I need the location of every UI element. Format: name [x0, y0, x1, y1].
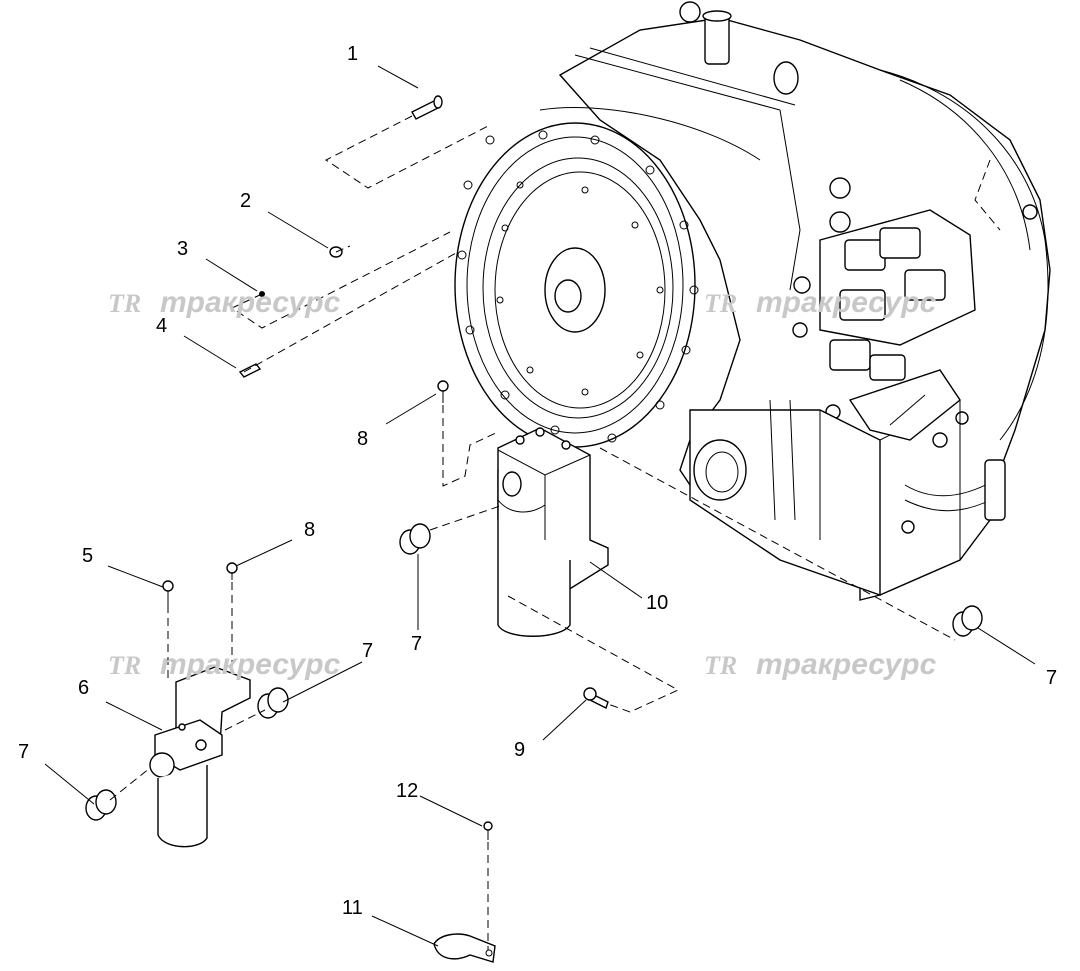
part-7-plug-right [952, 605, 983, 637]
transmission-assembly [539, 1, 1051, 601]
flange-bolt-holes [457, 130, 699, 443]
callout-7-right: 7 [1046, 667, 1057, 689]
callout-7-left-upper: 7 [362, 640, 373, 662]
watermark-text: тракресурс [756, 648, 937, 681]
watermark-right-top: TR тракресурс [704, 286, 937, 319]
callout-9: 9 [514, 739, 525, 761]
callout-2: 2 [240, 190, 251, 212]
part-9-bolt [583, 687, 609, 709]
watermark-left-bottom: TR тракресурс [108, 648, 341, 681]
callout-1: 1 [347, 43, 358, 65]
callout-8-upper: 8 [357, 428, 368, 450]
watermark-text: тракресурс [160, 286, 341, 319]
part-11-clamp [433, 933, 496, 963]
watermark-logo: TR [108, 289, 141, 318]
part-6-filter-assembly [149, 666, 251, 848]
leader-lines [44, 65, 1036, 947]
watermark-left-top: TR тракресурс [108, 286, 341, 319]
part-1-pin [411, 95, 443, 120]
dashed-assembly-lines [109, 115, 956, 950]
part-4-stud [238, 363, 262, 378]
callout-4: 4 [156, 315, 167, 337]
part-8-lower-bolt [226, 562, 238, 580]
callout-6: 6 [78, 677, 89, 699]
part-12-bolt [483, 821, 493, 840]
part-7-plug-left-lower [85, 789, 117, 821]
callout-numbers: 1 2 3 4 8 8 5 6 7 7 7 7 9 10 11 12 [18, 43, 1057, 919]
callout-11: 11 [342, 897, 363, 919]
part-7-plug-left-upper [257, 687, 289, 719]
callout-12: 12 [396, 780, 418, 802]
callout-3: 3 [177, 238, 188, 260]
callout-7-center: 7 [411, 633, 422, 655]
part-8-upper-bolt [437, 380, 449, 403]
watermark-text: тракресурс [160, 648, 341, 681]
part-7-plug-center [399, 523, 431, 555]
watermark-text: тракресурс [756, 286, 937, 319]
watermark-logo: TR [704, 289, 737, 318]
watermark-logo: TR [704, 651, 737, 680]
part-10-filter-assembly [497, 427, 609, 637]
watermark-logo: TR [108, 651, 141, 680]
watermark-right-bottom: TR тракресурс [704, 648, 937, 681]
flywheel-housing [454, 122, 699, 448]
callout-5: 5 [82, 545, 93, 567]
part-5-bolt [162, 580, 174, 605]
callout-10: 10 [646, 592, 668, 614]
callout-7-left-lower: 7 [18, 741, 29, 763]
callout-8-lower: 8 [304, 519, 315, 541]
